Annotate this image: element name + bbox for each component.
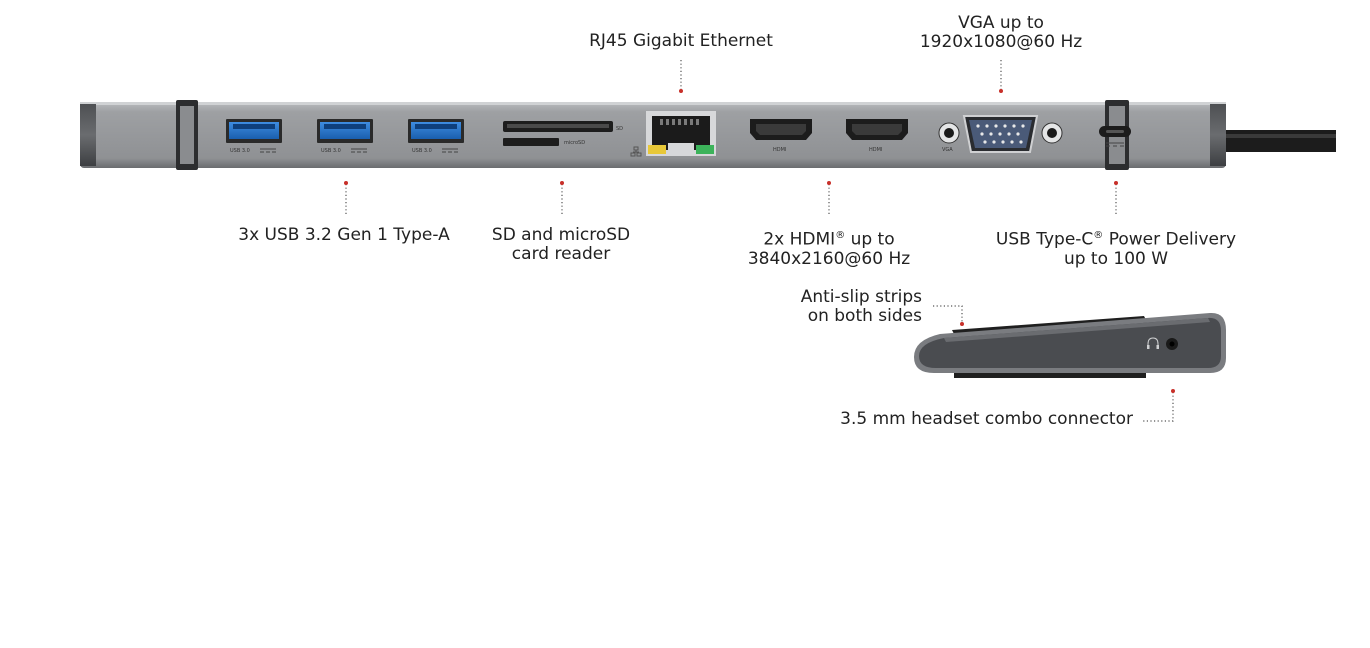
usb-a-port bbox=[408, 119, 464, 143]
usb-a-port bbox=[226, 119, 282, 143]
sd-marking: SD bbox=[616, 126, 623, 132]
callout-usb-c: USB Type-C® Power Delivery up to 100 W bbox=[996, 226, 1236, 269]
callout-usb-c-line1: USB Type-C® Power Delivery bbox=[996, 226, 1236, 250]
usb-c-port bbox=[1099, 126, 1131, 147]
headset-icon bbox=[1147, 337, 1159, 349]
callout-anti-slip: Anti-slip strips on both sides bbox=[801, 288, 922, 326]
hdmi-marking: HDMI bbox=[869, 147, 882, 153]
callout-usb-c-prefix: USB Type-C bbox=[995, 229, 1094, 250]
callout-hdmi: 2x HDMI® up to 3840x2160@60 Hz bbox=[748, 226, 910, 269]
leader-dot bbox=[344, 181, 348, 185]
usb-a-port bbox=[317, 119, 373, 143]
callout-hdmi-prefix: 2x HDMI bbox=[763, 229, 836, 250]
usb-port-marking: USB 3.0 bbox=[412, 148, 432, 154]
callout-usb-a-line: 3x USB 3.2 Gen 1 Type-A bbox=[238, 225, 450, 245]
callout-sd-line1: SD and microSD bbox=[491, 225, 631, 245]
callout-rj45-line: RJ45 Gigabit Ethernet bbox=[589, 31, 773, 51]
callout-usb-c-suffix: Power Delivery bbox=[1103, 229, 1237, 250]
rj45-port bbox=[646, 111, 716, 156]
callout-usb-a: 3x USB 3.2 Gen 1 Type-A bbox=[238, 226, 450, 245]
registered-mark: ® bbox=[1093, 230, 1104, 241]
callout-hdmi-line1: 2x HDMI® up to bbox=[748, 226, 910, 250]
network-icon bbox=[630, 146, 642, 157]
hdmi-marking: HDMI bbox=[773, 147, 786, 153]
vga-port bbox=[938, 115, 1063, 153]
callout-headset: 3.5 mm headset combo connector bbox=[840, 410, 1133, 429]
hub-side-view bbox=[914, 312, 1226, 378]
leader-dot bbox=[960, 322, 964, 326]
usb-port-marking: USB 3.0 bbox=[321, 148, 341, 154]
callout-vga-line1: VGA up to bbox=[958, 13, 1044, 33]
callout-sd-reader: SD and microSD card reader bbox=[492, 226, 630, 264]
callout-headset-line: 3.5 mm headset combo connector bbox=[840, 409, 1133, 429]
hdmi-port bbox=[846, 119, 908, 140]
callout-sd-line2: card reader bbox=[511, 244, 611, 264]
vga-marking: VGA bbox=[942, 147, 953, 153]
callout-hdmi-suffix: up to bbox=[845, 229, 895, 250]
microsd-marking: microSD bbox=[564, 140, 585, 146]
leader-dot bbox=[679, 89, 683, 93]
callout-vga: VGA up to 1920x1080@60 Hz bbox=[920, 14, 1082, 52]
leader-dot bbox=[1171, 389, 1175, 393]
anti-slip-strip-bottom bbox=[954, 372, 1146, 378]
hdmi-port bbox=[750, 119, 812, 140]
callout-vga-line2: 1920x1080@60 Hz bbox=[919, 32, 1083, 52]
led-yellow bbox=[648, 145, 666, 154]
leader-dot bbox=[1114, 181, 1118, 185]
cable bbox=[1224, 130, 1336, 152]
usb-port-marking: USB 3.0 bbox=[230, 148, 250, 154]
callout-anti-slip-line2: on both sides bbox=[807, 306, 922, 326]
registered-mark: ® bbox=[835, 230, 846, 241]
led-green bbox=[696, 145, 714, 154]
leader-dot bbox=[999, 89, 1003, 93]
callout-anti-slip-line1: Anti-slip strips bbox=[800, 287, 922, 307]
leader-dot bbox=[827, 181, 831, 185]
callout-hdmi-line2: 3840x2160@60 Hz bbox=[747, 248, 911, 269]
callout-rj45: RJ45 Gigabit Ethernet bbox=[589, 32, 773, 51]
leader-dot bbox=[560, 181, 564, 185]
callout-usb-c-line2: up to 100 W bbox=[1063, 248, 1169, 269]
microsd-card-slot bbox=[503, 138, 559, 146]
